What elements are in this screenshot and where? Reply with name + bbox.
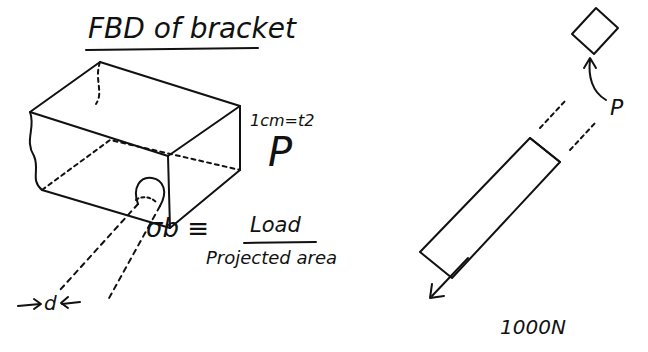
hidden-edge <box>42 140 240 190</box>
bracket-top <box>30 62 240 156</box>
dimension-arrow <box>18 304 40 306</box>
cut-line <box>570 122 596 150</box>
fraction-denominator: Projected area <box>206 248 337 268</box>
thickness-label: 1cm=t2 <box>250 112 314 130</box>
dimension-arrow <box>61 297 68 308</box>
pin-segment <box>572 8 618 54</box>
pin-hole <box>136 178 164 206</box>
force-arrow <box>432 258 468 296</box>
load-value: 1000N <box>500 316 566 338</box>
stress-symbol: σb ≡ <box>146 214 209 243</box>
fraction-line <box>244 242 316 243</box>
title-underline <box>86 48 258 50</box>
title: FBD of bracket <box>88 14 296 45</box>
pin-body <box>420 138 560 278</box>
pin-end <box>530 138 560 162</box>
fraction-numerator: Load <box>250 214 301 237</box>
diameter-label: d <box>44 292 57 314</box>
dimension-arrow <box>62 302 80 304</box>
force-arrow <box>430 284 444 298</box>
bracket-front <box>30 112 170 228</box>
hidden-edge <box>96 62 100 104</box>
force-label: P <box>268 130 292 174</box>
pin-hole <box>136 197 156 202</box>
cut-line <box>540 100 566 128</box>
force-arrow <box>590 60 606 100</box>
bracket-right <box>168 106 240 228</box>
force-label: P <box>610 96 623 120</box>
projection-line <box>60 204 138 290</box>
dimension-arrow <box>34 299 41 309</box>
force-arrow <box>584 58 596 68</box>
